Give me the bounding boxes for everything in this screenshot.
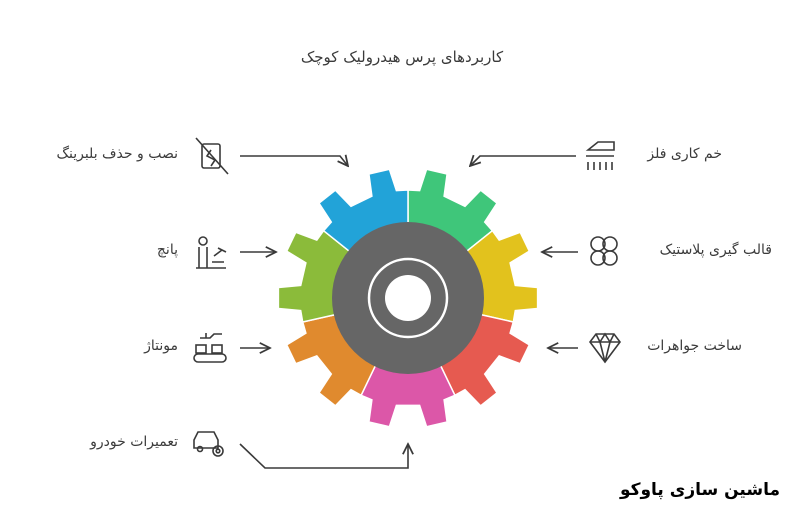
label-metal-bending: خم کاری فلز	[647, 146, 722, 162]
label-jewelry: ساخت جواهرات	[647, 338, 742, 354]
label-plastic-molding: قالب گیری پلاستیک	[659, 242, 772, 258]
metal-bending-icon	[585, 141, 615, 170]
hub-ring	[367, 257, 449, 339]
hub-hole	[385, 275, 431, 321]
assembly-line-icon	[193, 333, 227, 363]
label-punch: پانچ	[156, 242, 178, 258]
label-assembly: مونتاژ	[144, 338, 178, 354]
bearing-crossed-icon	[195, 137, 229, 175]
label-car-repair: تعمیرات خودرو	[90, 434, 178, 450]
arrow-bearing	[240, 156, 348, 166]
label-bearing: نصب و حذف بلبرینگ	[56, 146, 178, 162]
car-repair-icon	[193, 431, 224, 457]
brand-name: ماشین سازی پاوکو	[619, 480, 780, 500]
diagram-title: کاربردهای پرس هیدرولیک کوچک	[300, 48, 504, 66]
plastic-molding-icon	[590, 236, 618, 266]
gem-icon	[589, 332, 621, 364]
arrow-car-repair	[239, 444, 408, 469]
arrow-bending	[470, 156, 576, 166]
punch-machine-icon	[196, 236, 227, 269]
